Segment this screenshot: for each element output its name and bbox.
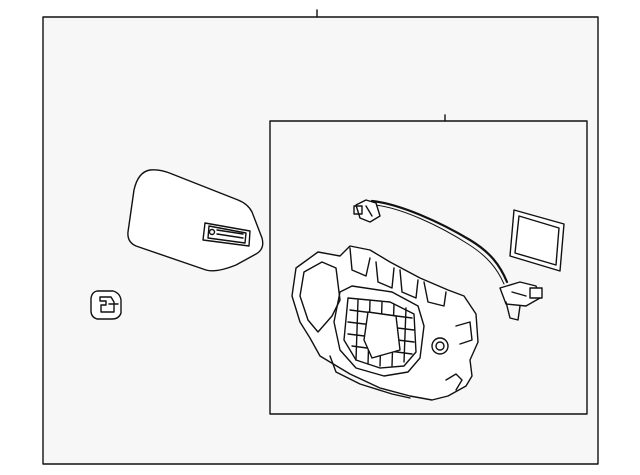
pad[interactable] — [509, 209, 565, 272]
mirror-glass[interactable] — [127, 169, 264, 272]
housing[interactable] — [291, 245, 479, 401]
wiring-harness[interactable] — [353, 199, 543, 321]
clip[interactable] — [90, 290, 122, 320]
